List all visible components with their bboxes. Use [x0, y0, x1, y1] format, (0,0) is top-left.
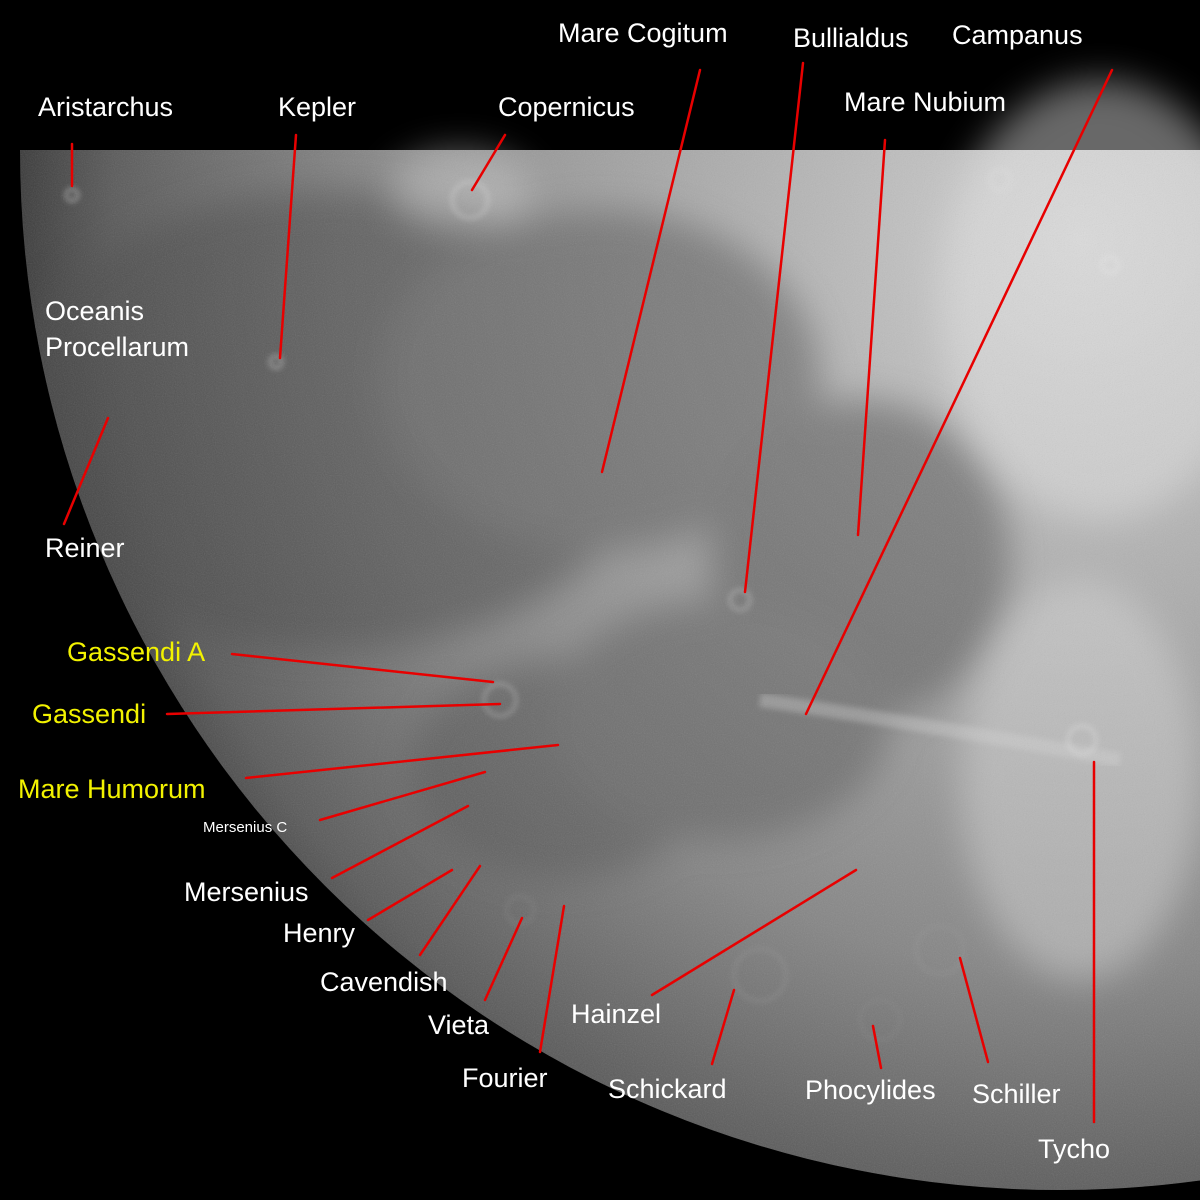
label-vieta: Vieta: [428, 1010, 490, 1040]
label-mare-humorum: Mare Humorum: [18, 774, 206, 804]
label-henry: Henry: [283, 918, 356, 948]
leader-copernicus: [470, 133, 507, 192]
leader-mare-nubium: [856, 138, 887, 537]
label-procellarum: Procellarum: [45, 332, 190, 362]
label-schiller: Schiller: [972, 1079, 1061, 1109]
leader-mare-cogitum: [600, 68, 702, 474]
leader-campanus: [804, 68, 1114, 716]
label-phocylides: Phocylides: [805, 1075, 936, 1105]
label-mare-nubium: Mare Nubium: [844, 87, 1007, 117]
label-campanus: Campanus: [952, 20, 1083, 50]
leader-hainzel: [650, 868, 858, 997]
label-fourier: Fourier: [462, 1063, 548, 1093]
label-bullialdus: Bullialdus: [793, 23, 909, 53]
moon-disc: [20, 80, 1200, 1190]
label-hainzel: Hainzel: [571, 999, 662, 1029]
leader-lines: [62, 61, 1114, 1124]
leader-mersenius: [330, 804, 470, 880]
leader-schickard: [710, 988, 736, 1066]
leader-bullialdus: [743, 61, 805, 594]
leader-kepler: [278, 133, 298, 360]
leader-reiner: [62, 416, 110, 526]
leader-fourier: [538, 904, 566, 1054]
label-mare-cogitum: Mare Cogitum: [558, 18, 728, 48]
leader-vieta: [483, 916, 524, 1002]
leader-mersenius-c: [318, 770, 487, 822]
leader-schiller: [958, 956, 990, 1064]
label-schickard: Schickard: [608, 1074, 727, 1104]
label-cavendish: Cavendish: [320, 967, 448, 997]
label-gassendi-a: Gassendi A: [67, 637, 206, 667]
label-reiner: Reiner: [45, 533, 125, 563]
leader-mare-humorum: [244, 743, 560, 780]
label-oceanis: Oceanis: [45, 296, 145, 326]
label-mersenius-c: Mersenius C: [203, 819, 288, 836]
leader-cavendish: [418, 864, 482, 957]
leader-henry: [366, 868, 454, 922]
leader-gassendi-a: [230, 652, 495, 684]
label-aristarchus: Aristarchus: [38, 92, 174, 122]
leader-phocylides: [871, 1024, 883, 1070]
label-kepler: Kepler: [278, 92, 357, 122]
leader-gassendi: [165, 702, 502, 716]
label-tycho: Tycho: [1038, 1134, 1111, 1164]
label-mersenius: Mersenius: [184, 877, 309, 907]
label-copernicus: Copernicus: [498, 92, 635, 122]
label-gassendi: Gassendi: [32, 699, 147, 729]
